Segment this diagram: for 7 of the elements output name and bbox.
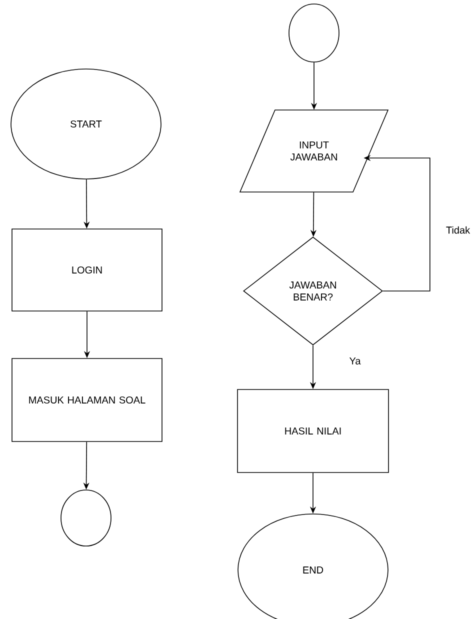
connector-circle [60,490,112,546]
edge-label: Ya [348,356,362,366]
connector-circle [288,4,340,62]
process-box: LOGIN [12,228,162,312]
process-box: MASUK HALAMAN SOAL [12,358,162,442]
process-box: HASIL NILAI [237,389,389,473]
edge-label: Tidak [444,225,472,235]
